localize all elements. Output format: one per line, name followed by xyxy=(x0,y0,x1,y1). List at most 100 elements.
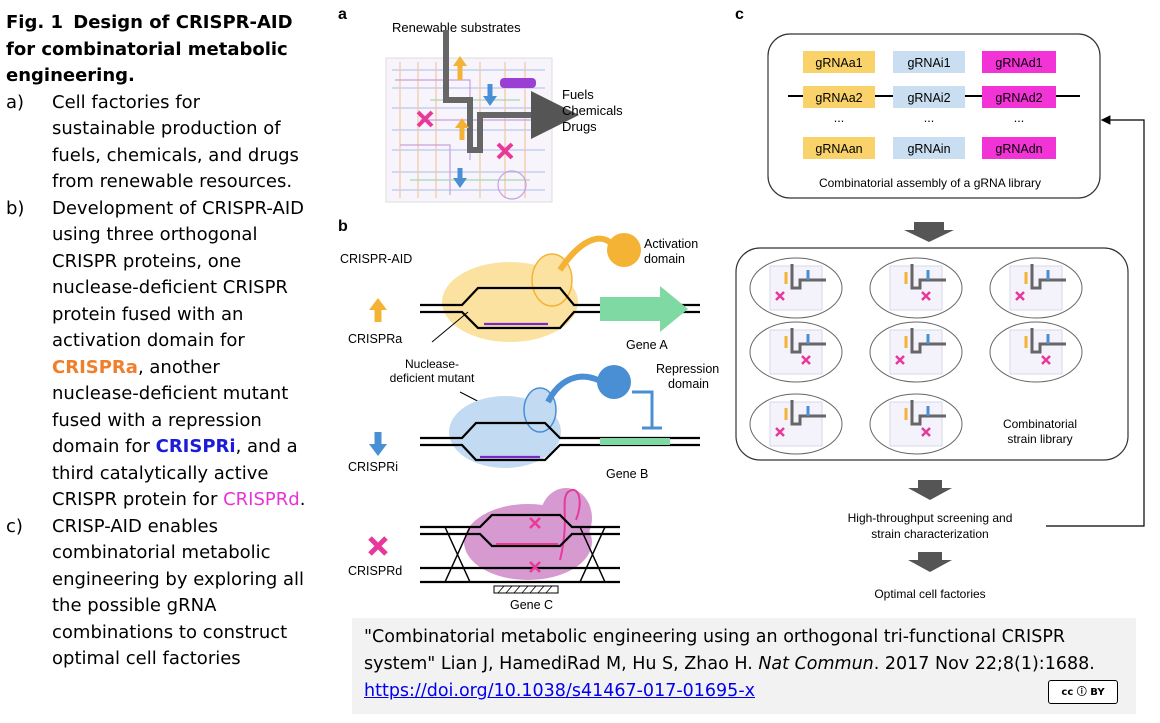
doi-link[interactable]: https://doi.org/10.1038/s41467-017-01695… xyxy=(364,681,755,701)
citation-box: "Combinatorial metabolic engineering usi… xyxy=(352,618,1136,714)
gene-a-label: Gene A xyxy=(626,338,668,352)
cell-icon xyxy=(869,321,963,383)
repression-domain-label: Repression xyxy=(656,362,719,376)
figure-legend: Fig. 1 Design of CRISPR-AID for combinat… xyxy=(6,10,306,673)
cell-icon xyxy=(989,321,1083,383)
strain-library-box xyxy=(735,247,1129,461)
legend-item-a: a) Cell factories for sustainable produc… xyxy=(6,90,306,196)
flux-path xyxy=(443,30,540,153)
grna-label: gRNAd1 xyxy=(995,56,1042,70)
down-arrow-icon xyxy=(908,552,952,572)
knockout-x-icon xyxy=(416,110,514,160)
screening-label: High-throughput screening and xyxy=(848,511,1013,525)
crispra-complex: CRISPRa Activation domain Gene A xyxy=(348,233,700,352)
grna-a-box xyxy=(803,51,875,73)
panel-b: CRISPR-AID CRISPRa Activation domain Gen… xyxy=(340,233,719,612)
crisprd-complex: CRISPRd Gene C xyxy=(348,488,620,612)
cell-icon xyxy=(869,393,963,455)
cell-grid xyxy=(749,257,1083,455)
gene-c-label: Gene C xyxy=(510,598,553,612)
crisprd-x-icon xyxy=(368,536,388,556)
crisprd-label: CRISPRd xyxy=(348,564,402,578)
gene-b-label: Gene B xyxy=(606,467,648,481)
grna-label: gRNAa2 xyxy=(815,91,862,105)
renewable-substrates-label: Renewable substrates xyxy=(392,20,521,35)
grna-i-box xyxy=(893,51,965,73)
legend-item-label: a) xyxy=(6,91,25,113)
activation-domain xyxy=(607,233,641,267)
repression-domain-label: domain xyxy=(668,377,709,391)
citation-text: . 2017 Nov 22;8(1):1688. xyxy=(873,654,1095,674)
screening-label: strain characterization xyxy=(871,527,988,541)
crispra-term: CRISPRa xyxy=(52,356,138,378)
legend-item-text: Cell factories for sustainable productio… xyxy=(52,91,299,193)
optimal-label: Optimal cell factories xyxy=(874,587,985,601)
citation-journal: Nat Commun xyxy=(758,654,874,674)
grna-label: gRNAi2 xyxy=(907,91,950,105)
panel-c-letter: c xyxy=(735,6,744,23)
legend-item-label: c) xyxy=(6,515,23,537)
down-arrow-icon xyxy=(904,222,954,242)
output-fuels: Fuels xyxy=(562,87,594,102)
legend-item-text: Development of CRISPR-AID using three or… xyxy=(52,197,304,352)
crispr-aid-label: CRISPR-AID xyxy=(340,252,412,266)
grna-ellipsis: ... xyxy=(1014,111,1024,125)
gene-a-arrow xyxy=(600,286,688,332)
legend-item-text: . xyxy=(299,489,306,510)
panel-c: gRNAa1 gRNAi1 gRNAd1 gRNAa2 gRNAi2 gRNAd… xyxy=(735,33,1145,601)
strain-library-label: strain library xyxy=(1007,432,1072,446)
grna-label: gRNAd2 xyxy=(995,91,1042,105)
output-chemicals: Chemicals xyxy=(562,103,623,118)
gene-c-block xyxy=(493,585,559,594)
grna-grid: gRNAa1 gRNAi1 gRNAd1 gRNAa2 gRNAi2 gRNAd… xyxy=(803,51,1056,159)
legend-item-text: , another nuclease-deficient mutant fuse… xyxy=(52,356,289,458)
panel-a-letter: a xyxy=(338,6,347,23)
library-caption: Combinatorial assembly of a gRNA library xyxy=(819,176,1041,190)
linker xyxy=(557,235,615,272)
cc-by-badge: cc ⓘ BY xyxy=(1048,680,1118,704)
figure-title-text: Design of CRISPR-AID for combinatorial m… xyxy=(6,12,293,86)
mutant-label: Nuclease- xyxy=(405,357,459,371)
grna-label: gRNAi1 xyxy=(907,56,950,70)
cell-icon xyxy=(749,321,843,383)
dna-strand xyxy=(420,286,700,307)
down-arrow-icon xyxy=(908,480,952,500)
grna-library-box xyxy=(767,33,1101,199)
grna-d-box xyxy=(982,51,1056,73)
crisprd-term: CRISPRd xyxy=(223,489,300,510)
energy-label-pill xyxy=(500,78,536,88)
cell-icon xyxy=(749,393,843,455)
repression-domain xyxy=(597,365,631,399)
grna-label: gRNAin xyxy=(907,142,950,156)
activation-domain-label: domain xyxy=(644,252,685,266)
crispri-complex: CRISPRi Repression domain Gene B xyxy=(348,362,719,481)
cell-icon xyxy=(869,257,963,319)
legend-item-c: c) CRISP-AID enables combinatorial metab… xyxy=(6,514,306,673)
grna-ellipsis: ... xyxy=(834,111,844,125)
legend-item-b: b) Development of CRISPR-AID using three… xyxy=(6,196,306,514)
grna-label: gRNAdn xyxy=(995,142,1042,156)
panel-b-letter: b xyxy=(338,218,348,235)
legend-item-text: CRISP-AID enables combinatorial metaboli… xyxy=(52,515,305,670)
figure-svg: Renewable substrates Fuels Chemicals Dru… xyxy=(340,20,1145,612)
panel-a: Renewable substrates Fuels Chemicals Dru… xyxy=(385,20,623,203)
grna-ellipsis: ... xyxy=(924,111,934,125)
strain-library-label: Combinatorial xyxy=(1003,417,1077,431)
crispri-term: CRISPRi xyxy=(155,436,236,457)
feedback-loop-arrow xyxy=(1046,115,1145,527)
mutant-label: deficient mutant xyxy=(390,371,475,385)
grna-label: gRNAa1 xyxy=(815,56,862,70)
cell-icon xyxy=(749,257,843,319)
crispri-label: CRISPRi xyxy=(348,460,398,474)
crispra-label: CRISPRa xyxy=(348,332,402,346)
dna-strand xyxy=(420,310,700,330)
figure-number: Fig. 1 xyxy=(6,12,63,33)
gene-b-block xyxy=(600,438,670,445)
legend-item-text: , and a third catalytically active CRISP… xyxy=(52,436,298,510)
output-drugs: Drugs xyxy=(562,119,597,134)
activation-domain-label: Activation xyxy=(644,237,698,251)
grna-label: gRNAan xyxy=(815,142,862,156)
figure-title: Fig. 1 Design of CRISPR-AID for combinat… xyxy=(6,10,306,90)
citation-text: "Combinatorial metabolic engineering usi… xyxy=(364,627,1066,674)
cell-icon xyxy=(989,257,1083,319)
